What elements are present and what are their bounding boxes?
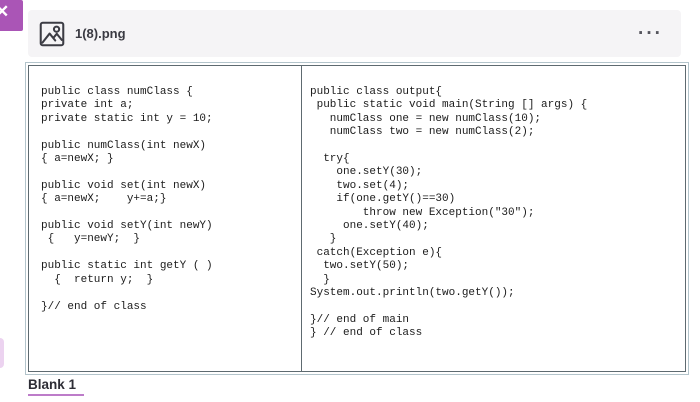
ellipsis-icon: ··· (638, 23, 663, 44)
right-code-column: public class output{ public static void … (302, 66, 685, 371)
output-source-code: public class output{ public static void … (310, 86, 588, 340)
attachment-filename: 1(8).png (75, 26, 126, 41)
image-icon (39, 21, 65, 47)
left-edge-accent (0, 338, 4, 368)
numclass-source-code: public class numClass { private int a; p… (41, 86, 213, 313)
code-image-frame: public class numClass { private int a; p… (25, 62, 689, 375)
left-code-column: public class numClass { private int a; p… (29, 66, 302, 371)
move-icon: ✕ (0, 2, 10, 21)
drag-handle[interactable]: ✕ (0, 0, 23, 31)
attachment-card: 1(8).png ··· (28, 10, 681, 57)
code-image-table: public class numClass { private int a; p… (28, 65, 686, 372)
more-options-button[interactable]: ··· (636, 24, 665, 43)
blank-1-label: Blank 1 (28, 377, 85, 396)
